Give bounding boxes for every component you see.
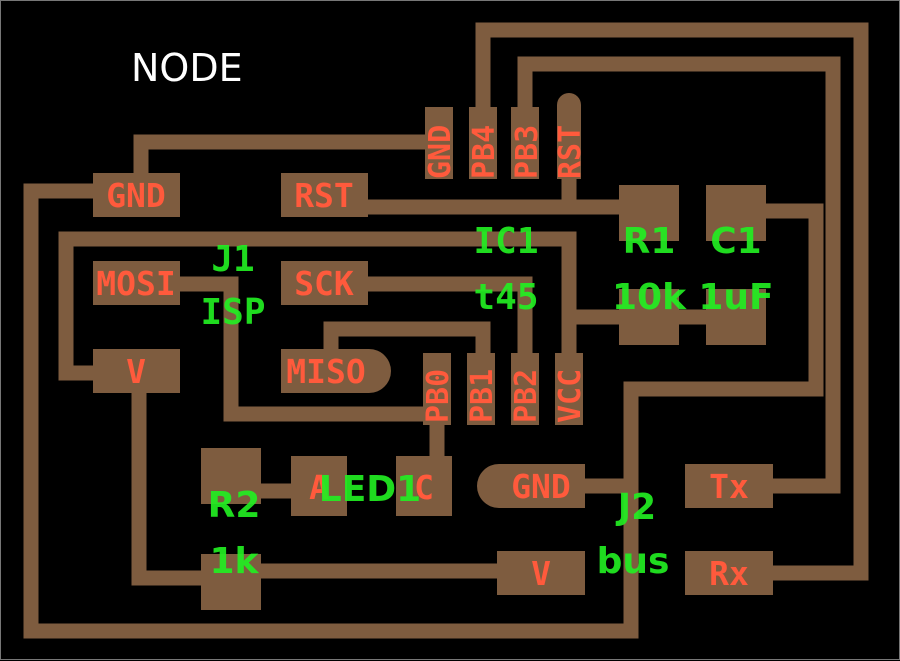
label-ic1-pb0: PB0 xyxy=(421,369,456,423)
pad-c1-2 xyxy=(706,289,766,345)
label-ic1-pb1: PB1 xyxy=(465,369,500,423)
pad-labels: GND RST MOSI SCK V MISO GND PB4 PB3 RST … xyxy=(96,125,749,593)
label-j2-rx: Rx xyxy=(709,554,749,593)
pad-j1-v xyxy=(93,349,180,393)
pad-ic1-pb3 xyxy=(511,107,539,179)
pad-j1-gnd xyxy=(93,173,180,217)
silk-j1-value: ISP xyxy=(200,292,265,333)
pad-r2-1 xyxy=(201,448,261,504)
pad-j2-gnd xyxy=(477,464,585,508)
trace-pb3-tx xyxy=(517,56,841,494)
pad-led1-anode xyxy=(291,456,347,516)
silk-r1-ref: R1 xyxy=(623,221,676,262)
pad-c1-1 xyxy=(706,185,766,241)
pad-ic1-pb1 xyxy=(467,353,495,425)
label-ic1-rst: RST xyxy=(553,125,588,179)
pad-j2-rx xyxy=(685,551,773,595)
pad-j1-mosi xyxy=(93,261,180,305)
pad-ic1-gnd xyxy=(425,107,453,179)
silk-r1-value: 10k xyxy=(612,277,687,318)
label-ic1-pb3: PB3 xyxy=(510,125,545,179)
silkscreen: J1 ISP IC1 t45 R1 10k C1 1uF R2 1k LED1 … xyxy=(200,221,773,582)
label-j1-v: V xyxy=(126,352,146,391)
label-ic1-vcc: VCC xyxy=(553,369,588,423)
label-j1-miso: MISO xyxy=(286,352,365,391)
pad-ic1-rst xyxy=(557,93,581,179)
silk-r2-value: 1k xyxy=(210,541,260,582)
trace-sck-pb2 xyxy=(353,276,533,389)
trace-gnd-left-loop xyxy=(23,183,824,639)
label-ic1-pb4: PB4 xyxy=(467,125,502,179)
silk-ic1-value: t45 xyxy=(473,277,538,318)
pad-j1-rst xyxy=(281,173,368,217)
trace-mosi-pb0 xyxy=(163,276,445,422)
label-ic1-pb2: PB2 xyxy=(509,369,544,423)
pad-ic1-pb0 xyxy=(423,353,451,425)
label-led1-cathode: C xyxy=(414,468,434,507)
pads xyxy=(93,93,773,610)
pad-r1-1 xyxy=(619,185,679,241)
pad-j1-miso xyxy=(281,349,391,393)
silk-j2-value: bus xyxy=(597,541,670,582)
silk-led1-ref: LED1 xyxy=(319,469,421,510)
pad-r1-2 xyxy=(619,289,679,345)
trace-pb4-rx xyxy=(475,22,869,581)
label-ic1-gnd: GND xyxy=(423,125,458,179)
pad-j2-v xyxy=(497,551,585,595)
trace-vcc-loop xyxy=(58,231,577,389)
label-j1-gnd: GND xyxy=(106,176,166,215)
label-j2-tx: Tx xyxy=(709,467,749,506)
pad-j1-sck xyxy=(281,261,368,305)
pad-ic1-pb2 xyxy=(511,353,539,425)
pad-ic1-vcc xyxy=(555,353,583,425)
board-title: NODE xyxy=(131,46,243,90)
label-led1-anode: A xyxy=(309,468,329,507)
silk-c1-value: 1uF xyxy=(698,277,773,318)
label-j1-mosi: MOSI xyxy=(96,264,175,303)
pad-led1-cathode xyxy=(396,456,452,516)
silk-c1-ref: C1 xyxy=(710,221,761,262)
silk-j2-ref: J2 xyxy=(615,487,656,528)
pad-ic1-pb4 xyxy=(469,107,497,179)
silk-r2-ref: R2 xyxy=(208,485,261,526)
label-j1-sck: SCK xyxy=(294,264,354,303)
silk-j1-ref: J1 xyxy=(211,239,254,280)
label-j2-v: V xyxy=(531,554,551,593)
silk-ic1-ref: IC1 xyxy=(473,221,538,262)
label-j1-rst: RST xyxy=(294,176,354,215)
pad-r2-2 xyxy=(201,554,261,610)
pad-j2-tx xyxy=(685,464,773,508)
label-j2-gnd: GND xyxy=(511,467,571,506)
trace-v-r2 xyxy=(131,378,219,586)
